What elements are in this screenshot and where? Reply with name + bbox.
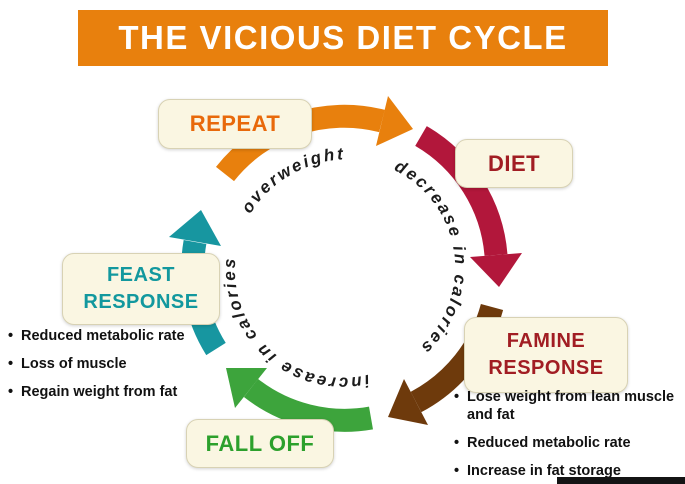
stage-label-repeat: REPEAT [189, 111, 281, 136]
cropped-bottom-bar [557, 477, 685, 484]
list-item: Reduced metabolic rate [6, 327, 206, 345]
arrowhead-brown-icon [388, 379, 428, 425]
curved-label-decrease: decrease in calories [392, 156, 471, 358]
list-item: Reduced metabolic rate [452, 434, 682, 452]
title-banner: THE VICIOUS DIET CYCLE [78, 10, 608, 66]
stage-box-fall-off: FALL OFF [186, 419, 334, 468]
arrowhead-orange-icon [376, 96, 413, 146]
stage-box-famine-response: FAMINE RESPONSE [464, 317, 628, 393]
curved-label-decrease-text: decrease in calories [392, 156, 468, 358]
stage-label-diet: DIET [487, 150, 541, 176]
arrowhead-crimson-icon [470, 253, 522, 287]
arrowhead-green-icon [226, 368, 267, 408]
list-item: Loss of muscle [6, 355, 206, 373]
list-item: Increase in fat storage [452, 462, 682, 480]
stage-box-feast-response: FEAST RESPONSE [62, 253, 220, 325]
stage-box-diet: DIET [455, 139, 573, 188]
feast-response-effects-list: Reduced metabolic rate Loss of muscle Re… [6, 327, 206, 411]
arrow-falloff-to-feast [226, 368, 373, 432]
stage-box-repeat: REPEAT [158, 99, 312, 149]
famine-response-effects-list: Lose weight from lean muscle and fat Red… [452, 388, 682, 484]
arrow-arc-green [243, 378, 373, 432]
stage-label-famine-response: FAMINE RESPONSE [488, 330, 604, 379]
stage-label-fall-off: FALL OFF [205, 430, 315, 456]
stage-label-feast-response: FEAST RESPONSE [83, 264, 199, 313]
list-item: Lose weight from lean muscle and fat [452, 388, 682, 424]
arrowhead-teal-icon [169, 210, 221, 246]
page-title: THE VICIOUS DIET CYCLE [118, 19, 568, 56]
list-item: Regain weight from fat [6, 383, 206, 401]
